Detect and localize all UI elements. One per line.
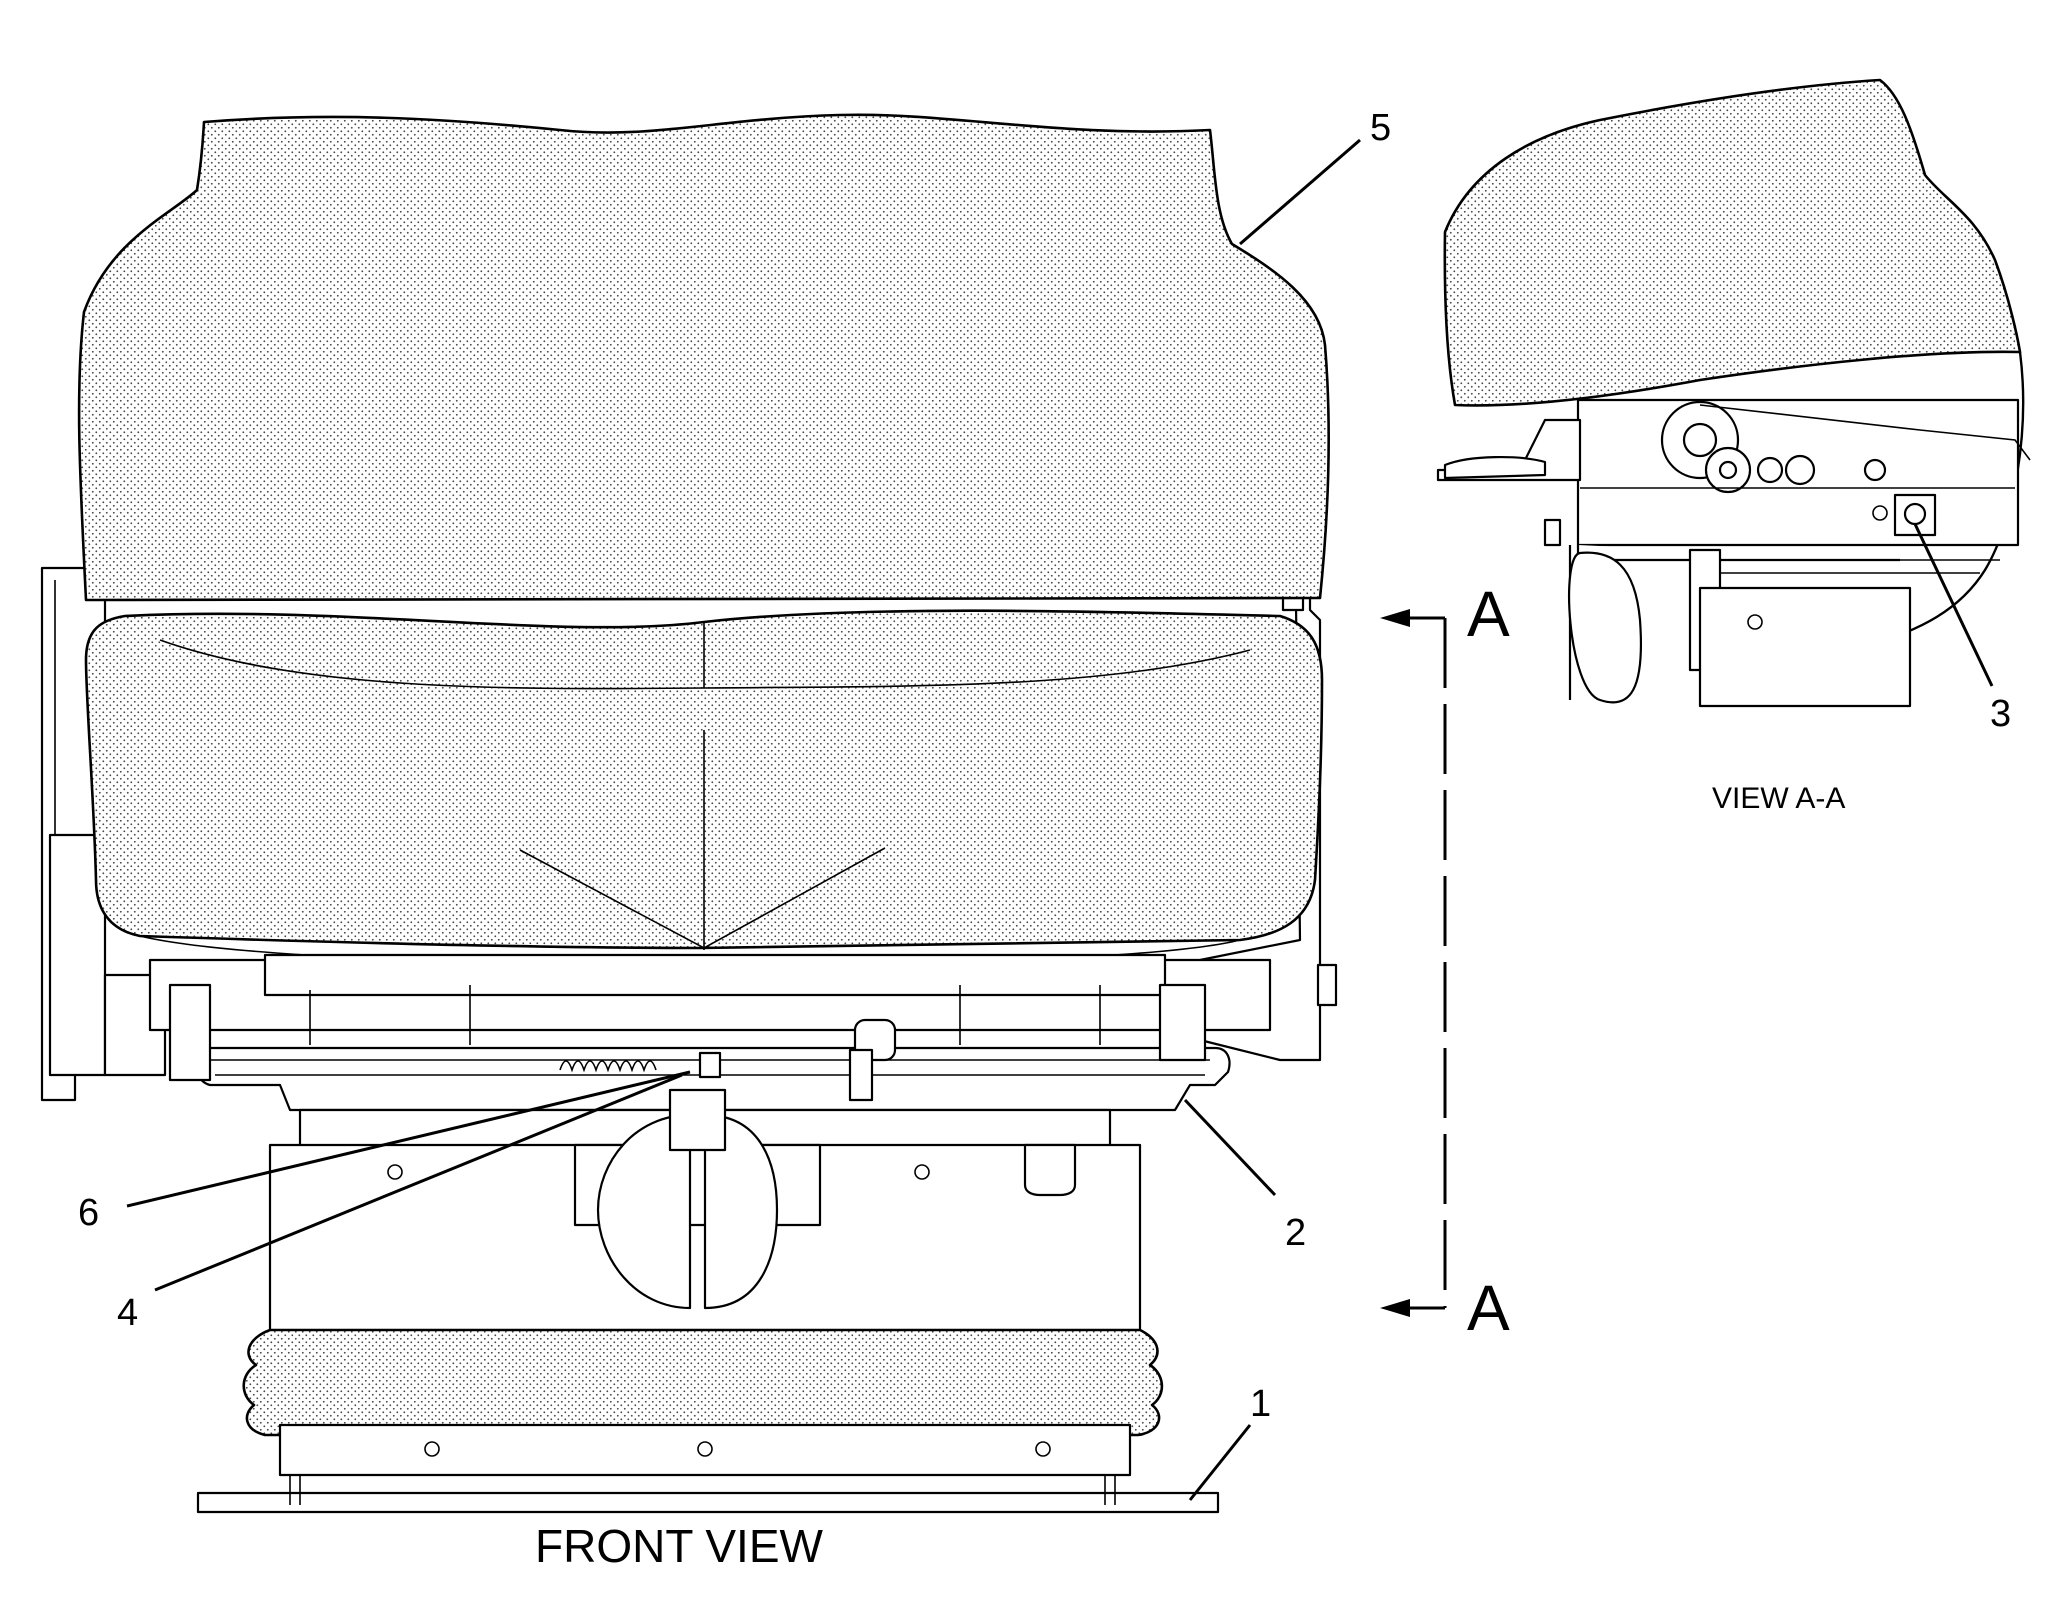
section-marker-bottom: A — [1467, 1272, 1510, 1344]
callout-5: 5 — [1370, 107, 1391, 149]
callout-1: 1 — [1250, 1383, 1271, 1425]
front-view-caption: FRONT VIEW — [535, 1520, 824, 1572]
leader-5 — [1239, 138, 1361, 246]
leader-3 — [1913, 523, 1994, 687]
callout-4: 4 — [117, 1292, 138, 1334]
leader-1 — [1188, 1424, 1252, 1501]
section-marker-top: A — [1467, 578, 1510, 650]
callout-3: 3 — [1990, 693, 2011, 735]
leader-6 — [126, 1070, 691, 1208]
callout-6: 6 — [78, 1192, 99, 1234]
section-line-a-a — [1380, 609, 1447, 1317]
suspension-bellows — [242, 1328, 1164, 1437]
seat-frame — [148, 953, 1272, 1160]
section-view-caption: VIEW A-A — [1712, 782, 1845, 815]
base-housing — [268, 1088, 1142, 1347]
section-seat-cushion — [1443, 78, 2022, 407]
seat-cushion — [84, 609, 1324, 967]
callout-2: 2 — [1285, 1212, 1306, 1254]
leader-4 — [154, 1073, 683, 1292]
backrest-cushion — [77, 113, 1330, 602]
front-view: A A 1 2 4 5 6 FRONT VIEW — [40, 107, 1510, 1572]
section-mechanism — [1436, 398, 2031, 708]
base-plate — [196, 1423, 1220, 1514]
section-view-a-a: 3 VIEW A-A — [1436, 78, 2031, 815]
leader-2 — [1183, 1098, 1277, 1197]
